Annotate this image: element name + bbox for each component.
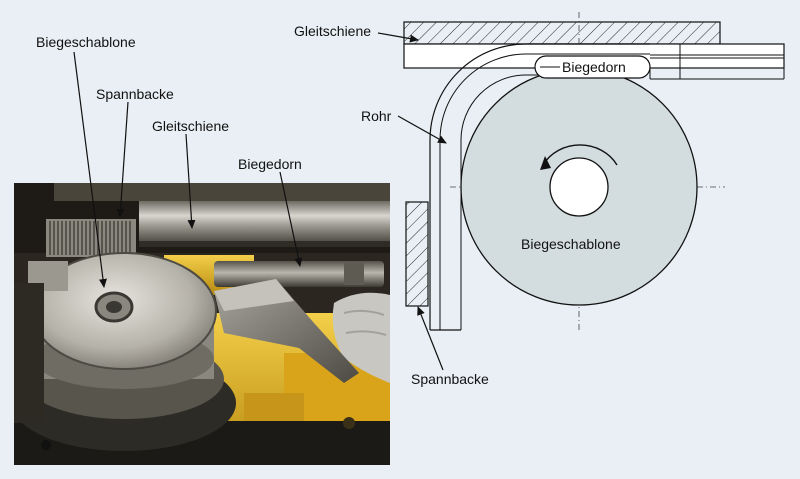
tube-bent-inner2 [460,74,540,330]
leader-biegeschablone-photo [73,51,107,288]
rotation-arrow [542,144,618,166]
clamp-jaw [405,201,429,307]
label-rohr-diagram: Rohr [361,108,392,124]
mandrel-head [534,55,651,79]
machine-photo-drawing [14,183,390,465]
label-gleitschiene-photo: Gleitschiene [152,118,230,134]
label-spannbacke-photo: Spannbacke [96,86,174,102]
label-gleitschiene-diagram: Gleitschiene [294,23,372,39]
rotation-arrow-head [540,156,551,170]
leader-spannbacke-photo [116,101,129,218]
tube-bent-inner [439,53,650,330]
leader-gleitschiene-photo [185,133,196,229]
label-biegedorn-diagram: Biegedorn [562,59,626,75]
leader-rohr-diagram [397,115,447,144]
label-biegeschablone-diagram: Biegeschablone [521,236,621,252]
leader-gleitschiene-diagram [377,32,419,43]
machine-photo [14,183,390,465]
label-biegedorn-photo: Biegedorn [238,156,302,172]
slide-rail [403,21,721,45]
tube-bent-outer [429,43,650,330]
leader-spannbacke-diagram [417,306,444,371]
leader-biegedorn-photo [279,171,303,267]
bending-die-hub [549,157,609,217]
label-spannbacke-diagram: Spannbacke [411,371,489,387]
label-biegeschablone-photo: Biegeschablone [36,34,136,50]
